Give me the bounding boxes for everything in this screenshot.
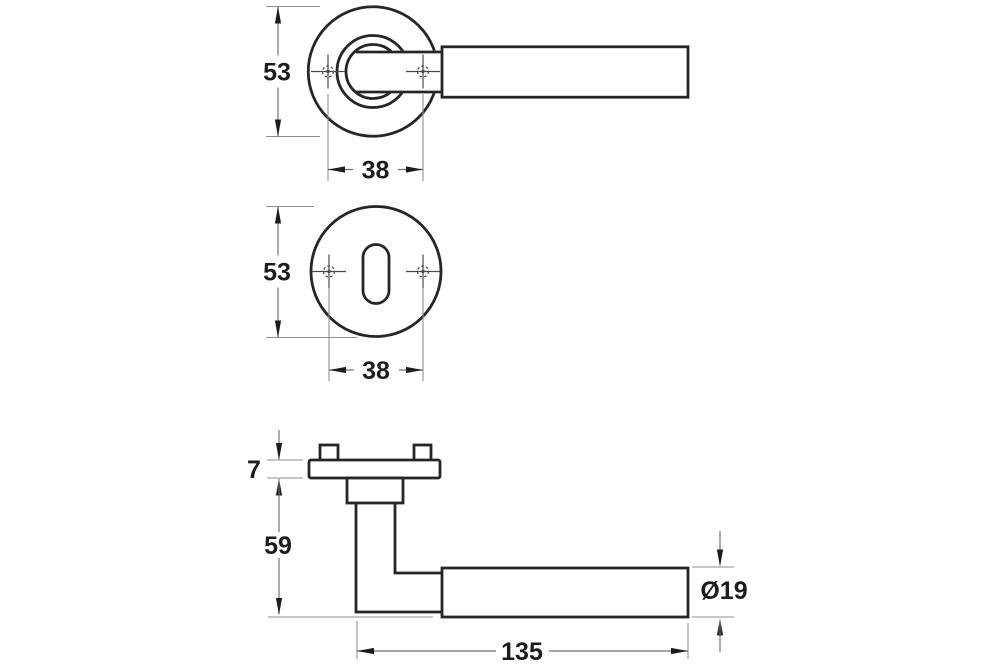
rose-plate-profile <box>307 458 442 480</box>
escutcheon-screw-marker-left <box>312 254 346 289</box>
dim-projection: 59 <box>264 479 433 618</box>
escutcheon-screw-marker-right <box>406 254 440 289</box>
dim-label-escutcheon-screw-spacing: 38 <box>362 357 390 385</box>
dim-grip-diameter: Ø19 <box>692 531 748 652</box>
lever-grip <box>440 45 690 99</box>
dim-label-rose-diameter: 53 <box>263 59 291 87</box>
dim-label-grip-diameter: Ø19 <box>700 577 747 605</box>
dim-label-rose-thickness: 7 <box>247 456 261 484</box>
screw-hole-marker-left <box>311 54 345 89</box>
screw-hole-marker-right <box>406 54 440 89</box>
dim-label-lever-screw-spacing: 38 <box>362 157 390 185</box>
grip-profile <box>440 566 690 619</box>
dim-lever-rose-diameter: 53 <box>263 5 320 138</box>
dim-label-length: 135 <box>501 638 543 666</box>
lever-side-view: 7 59 135 Ø19 <box>247 430 748 666</box>
dim-label-projection: 59 <box>264 532 292 560</box>
dim-lever-screw-spacing: 38 <box>327 94 424 185</box>
dim-label-escutcheon-diameter: 53 <box>263 259 291 287</box>
neck-profile <box>345 476 405 505</box>
dim-escutcheon-diameter: 53 <box>263 205 357 339</box>
lever-arm-profile <box>354 503 443 614</box>
keyhole-slot <box>361 243 391 305</box>
dim-escutcheon-screw-spacing: 38 <box>328 289 424 385</box>
dim-length: 135 <box>356 621 689 666</box>
lever-front-view: 53 38 <box>263 5 690 185</box>
escutcheon-front-view: 53 38 <box>263 205 443 385</box>
dim-rose-thickness: 7 <box>247 430 303 496</box>
